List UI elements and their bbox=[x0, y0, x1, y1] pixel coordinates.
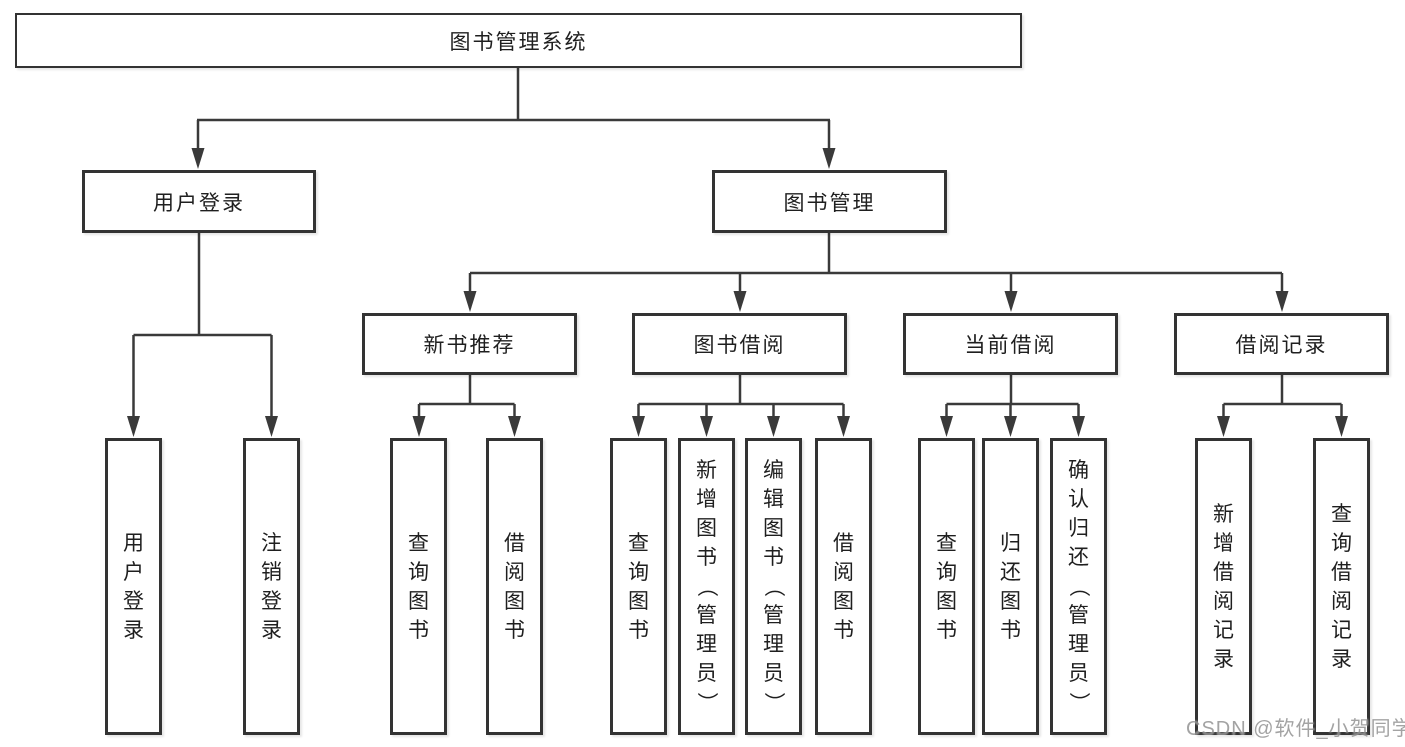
node-book-management: 图书管理 bbox=[712, 170, 947, 233]
node-current-borrowing: 当前借阅 bbox=[903, 313, 1118, 375]
node-library-management-system: 图书管理系统 bbox=[15, 13, 1022, 68]
leaf-confirm-return-admin: 确认归还（管理员） bbox=[1050, 438, 1107, 735]
leaf-logout: 注销登录 bbox=[243, 438, 300, 735]
leaf-return-books: 归还图书 bbox=[982, 438, 1039, 735]
leaf-borrow-books-newbook: 借阅图书 bbox=[486, 438, 543, 735]
leaf-add-book-admin: 新增图书（管理员） bbox=[678, 438, 735, 735]
leaf-add-borrow-record: 新增借阅记录 bbox=[1195, 438, 1252, 735]
leaf-borrow-books-borrow: 借阅图书 bbox=[815, 438, 872, 735]
leaf-query-borrow-record: 查询借阅记录 bbox=[1313, 438, 1370, 735]
leaf-query-books-borrow: 查询图书 bbox=[610, 438, 667, 735]
leaf-query-books-newbook: 查询图书 bbox=[390, 438, 447, 735]
leaf-edit-book-admin: 编辑图书（管理员） bbox=[745, 438, 802, 735]
leaf-user-login: 用户登录 bbox=[105, 438, 162, 735]
node-new-book-recommend: 新书推荐 bbox=[362, 313, 577, 375]
node-user-login: 用户登录 bbox=[82, 170, 316, 233]
leaf-query-books-current: 查询图书 bbox=[918, 438, 975, 735]
node-borrowing-records: 借阅记录 bbox=[1174, 313, 1389, 375]
node-book-borrowing: 图书借阅 bbox=[632, 313, 847, 375]
